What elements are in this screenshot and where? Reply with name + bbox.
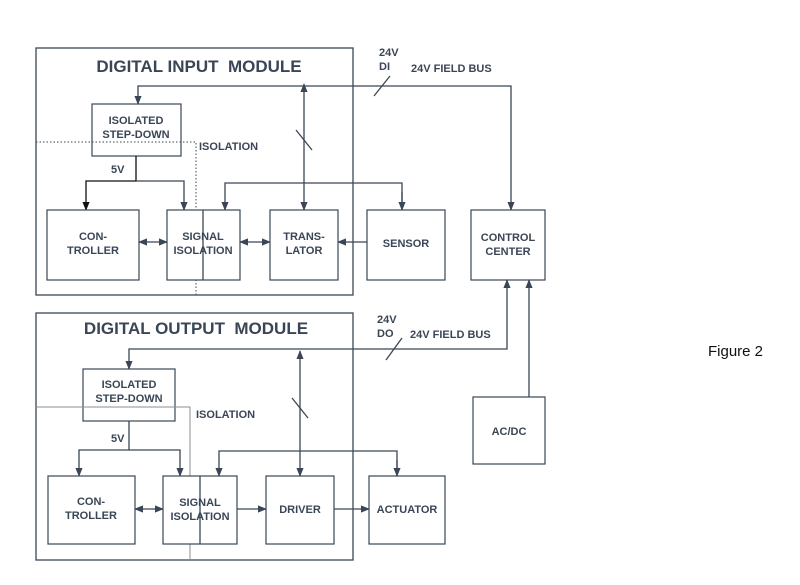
output-controller-label-line1: CON- [77, 496, 105, 508]
input-field-power-to-isolation [221, 182, 403, 211]
control-center-label-line2: CENTER [485, 246, 530, 258]
output-5v-line [75, 421, 130, 477]
output-controller-box [47, 475, 136, 545]
input-bus-slash [373, 75, 391, 97]
input-5v-to-isolation [136, 180, 188, 211]
input-stepdown-label-line1: ISOLATED [109, 115, 164, 127]
input-controller-box [46, 209, 140, 281]
digital-output-module: DIGITAL OUTPUT MODULE ISOLATED STEP-DOWN… [35, 312, 401, 561]
actuator-label: ACTUATOR [377, 504, 438, 516]
output-bus-voltage-label-line2: DO [377, 328, 394, 340]
output-stepdown-label-line1: ISOLATED [102, 379, 157, 391]
output-signal-isolation-label-line1: SIGNAL [179, 497, 221, 509]
control-center-box [470, 209, 546, 281]
input-isolation-boundary [36, 141, 197, 295]
digital-input-module: DIGITAL INPUT MODULE ISOLATED STEP-DOWN … [35, 47, 406, 296]
input-stepdown-label-line2: STEP-DOWN [102, 129, 169, 141]
acdc-box [472, 396, 546, 465]
driver-label: DRIVER [279, 504, 321, 516]
output-field-power-to-isolation [215, 450, 398, 477]
input-field-bus-line [134, 85, 515, 211]
input-bus-voltage-label-line2: DI [379, 61, 390, 73]
input-field-bus-label: 24V FIELD BUS [411, 63, 492, 75]
input-isolation-label: ISOLATION [199, 141, 258, 153]
input-5v-label: 5V [111, 164, 125, 176]
output-5v-label: 5V [111, 433, 125, 445]
output-fieldbus-slash [291, 397, 309, 419]
input-controller-label-line2: TROLLER [67, 245, 119, 257]
input-signal-isolation-label-line1: SIGNAL [182, 231, 224, 243]
input-signal-isolation-label-line2: ISOLATION [173, 245, 232, 257]
output-isolated-stepdown-box [82, 368, 176, 422]
control-center-label-line1: CONTROL [481, 232, 536, 244]
output-module-title: DIGITAL OUTPUT MODULE [84, 319, 308, 338]
output-field-bus-label: 24V FIELD BUS [410, 329, 491, 341]
output-field-bus-line [125, 279, 511, 370]
translator-label-line2: LATOR [286, 245, 323, 257]
input-controller-label-line1: CON- [79, 231, 107, 243]
output-bus-voltage-label-line1: 24V [377, 314, 397, 326]
output-isolation-label: ISOLATION [196, 409, 255, 421]
output-controller-label-line2: TROLLER [65, 510, 117, 522]
output-signal-isolation-label-line2: ISOLATION [170, 511, 229, 523]
input-module-title: DIGITAL INPUT MODULE [96, 57, 301, 76]
input-bus-voltage-label-line1: 24V [379, 47, 399, 59]
output-stepdown-label-line2: STEP-DOWN [95, 393, 162, 405]
sensor-label: SENSOR [383, 238, 430, 250]
driver-box [265, 475, 335, 545]
output-bus-slash [385, 337, 403, 361]
translator-label-line1: TRANS- [283, 231, 325, 243]
figure-caption: Figure 2 [708, 343, 763, 360]
actuator-box [368, 475, 446, 545]
output-5v-to-isolation [129, 449, 184, 477]
acdc-label: AC/DC [492, 426, 527, 438]
